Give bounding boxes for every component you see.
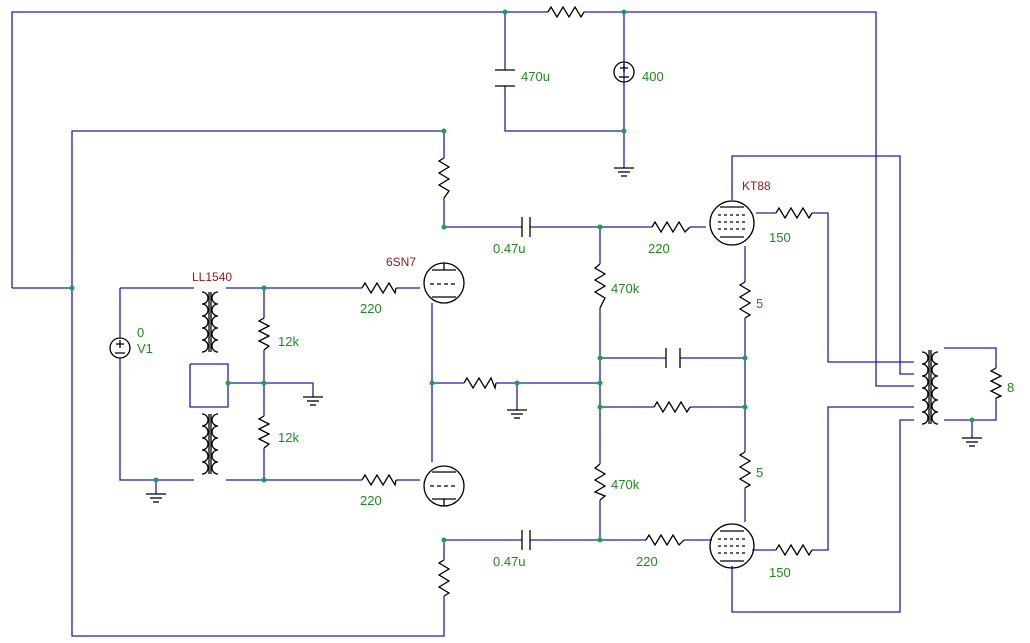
resistor-grid-leak-bottom [593,463,607,501]
label-driver-tube: 6SN7 [386,255,416,269]
capacitors [495,69,681,550]
ground-bias [303,396,323,406]
wires [11,11,997,637]
resistor-feedback [653,400,691,414]
output-tube-top [709,200,755,246]
resistor-grid-top [361,281,397,295]
resistor-output-grid-top [651,220,691,234]
resistor-grid-bottom [361,473,397,487]
resistor-screen-top [775,206,813,220]
resistor-cathode-common [463,376,497,391]
ground-input [146,493,166,503]
capacitor-supply [495,69,515,87]
resistor-bias-bottom [257,415,271,449]
resistor-bias-top [257,317,271,351]
input-transformer [201,291,219,475]
resistors [257,5,1003,597]
labels: 470u 400 0 V1 LL1540 12k 12k 6SN7 220 22… [137,69,1014,580]
voltage-source-input [109,337,131,359]
output-transformer [921,350,939,425]
voltage-source-supply [613,61,635,83]
label-cathode-resistor-bottom: 5 [756,465,763,480]
label-grid-leak-bottom: 470k [611,477,640,492]
label-supply-voltage: 400 [642,69,664,84]
label-input-source-name: V1 [137,341,153,356]
label-grid-resistor-bottom: 220 [360,493,382,508]
label-coupling-cap-top: 0.47u [493,241,526,256]
resistor-screen-bottom [775,543,813,557]
capacitor-coupling-bottom [521,530,531,550]
label-bias-resistor-bottom: 12k [278,430,299,445]
junction-dots [69,9,975,543]
label-grid-leak-top: 470k [611,281,640,296]
label-input-source-value: 0 [137,325,144,340]
resistor-cathode-bottom [738,451,752,489]
driver-tube-top [423,262,465,304]
ground-cathode [507,409,527,419]
driver-tube-bottom [423,465,465,507]
label-output-tube: KT88 [742,179,771,193]
capacitor-coupling-top [521,217,531,237]
ground-symbols [146,167,982,503]
capacitor-bypass [665,348,681,368]
label-supply-cap: 470u [521,69,550,84]
resistor-plate-top [437,157,451,199]
label-input-transformer: LL1540 [192,270,232,284]
label-bias-resistor-top: 12k [278,334,299,349]
resistor-output-grid-bottom [645,533,685,547]
resistor-supply [547,5,585,19]
label-output-grid-resistor-bottom: 220 [636,554,658,569]
resistor-grid-leak-top [593,263,607,309]
ground-output [962,437,982,447]
label-load-resistor: 8 [1007,380,1014,395]
label-output-grid-resistor-top: 220 [648,241,670,256]
label-coupling-cap-bottom: 0.47u [493,554,526,569]
label-screen-resistor-bottom: 150 [769,565,791,580]
label-cathode-resistor-top: 5 [756,296,763,311]
output-tube-bottom [709,523,755,569]
resistor-cathode-top [738,281,752,319]
label-screen-resistor-top: 150 [769,230,791,245]
ground-supply [614,167,634,177]
resistor-plate-bottom [437,559,451,597]
resistor-load [989,367,1003,399]
label-grid-resistor-top: 220 [360,301,382,316]
